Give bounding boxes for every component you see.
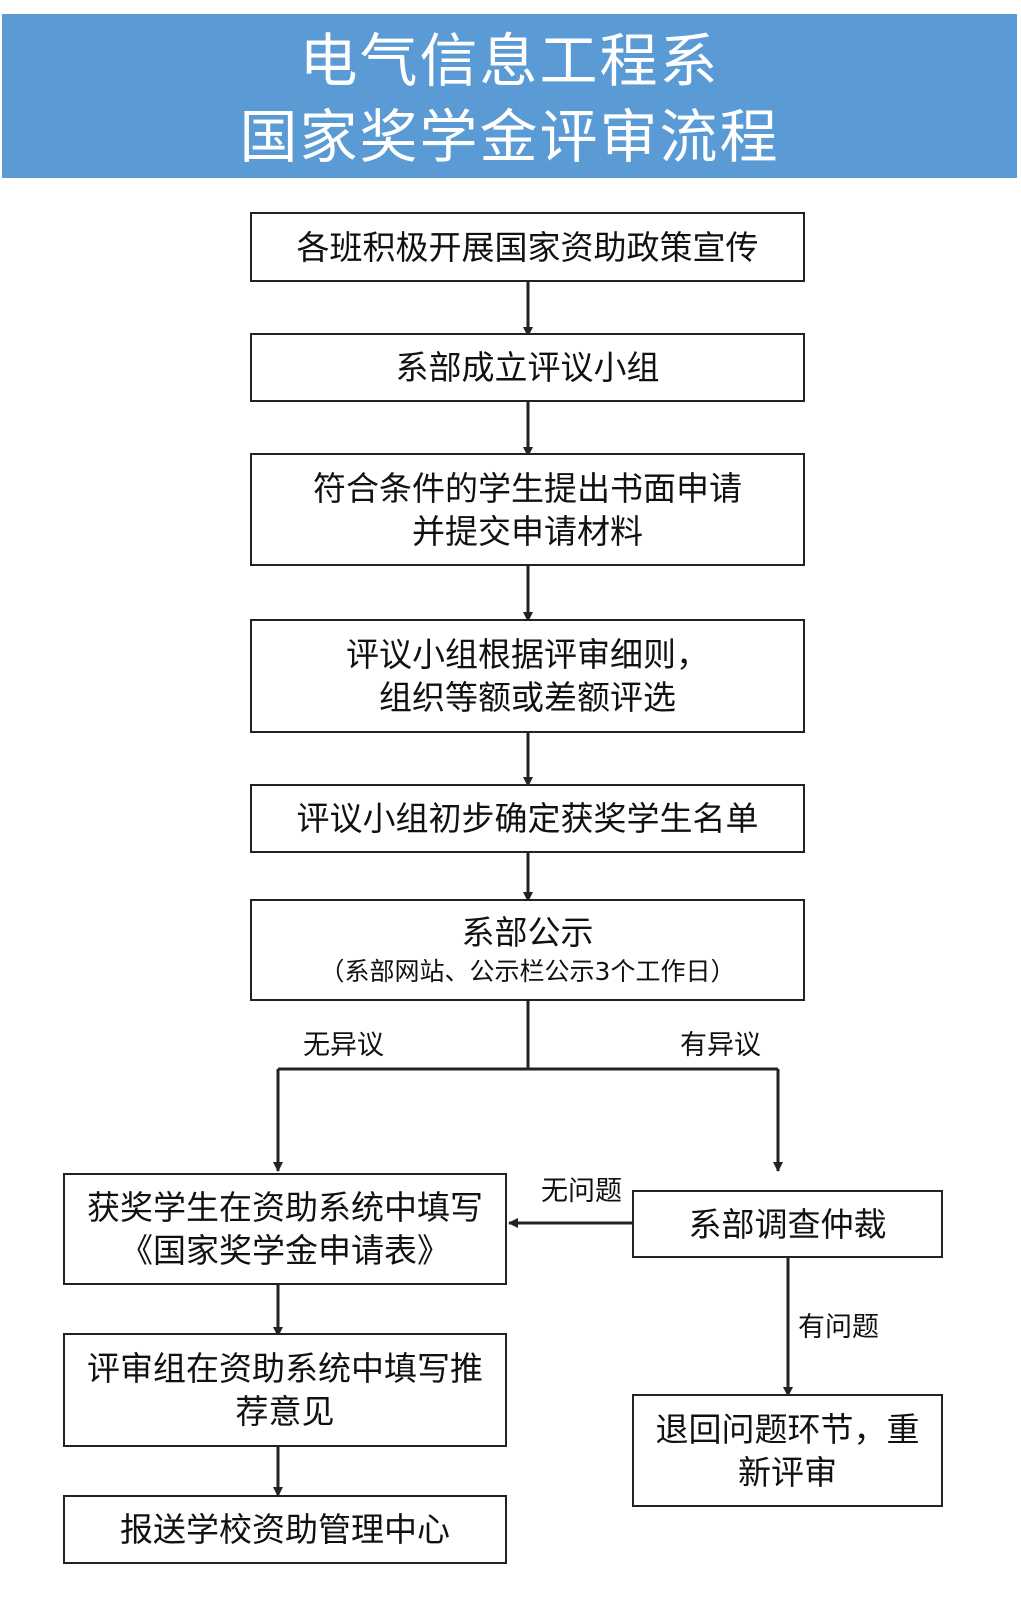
step-form-committee-text: 系部成立评议小组 [395, 348, 660, 387]
title-line-1: 电气信息工程系 [299, 27, 720, 95]
step-public-notice-detail: （系部网站、公示栏公示3个工作日） [319, 956, 736, 986]
step-publicize-policy-text: 各班积极开展国家资助政策宣传 [296, 227, 759, 267]
label-no-objection: 无异议 [303, 1030, 384, 1061]
step-public-notice-title: 系部公示 [461, 912, 594, 952]
step-fill-application-form: 获奖学生在资助系统中填写 《国家奖学金申请表》 [63, 1173, 507, 1285]
step-investigation: 系部调查仲裁 [632, 1190, 943, 1258]
step-return-re-review-line1: 退回问题环节，重 [655, 1409, 920, 1449]
step-publicize-policy: 各班积极开展国家资助政策宣传 [250, 212, 805, 282]
step-submit-to-center: 报送学校资助管理中心 [63, 1495, 507, 1564]
label-no-problem: 无问题 [541, 1176, 622, 1207]
label-has-objection: 有异议 [680, 1030, 761, 1061]
step-committee-selection: 评议小组根据评审细则， 组织等额或差额评选 [250, 619, 805, 733]
title-banner: 电气信息工程系 国家奖学金评审流程 [2, 14, 1017, 178]
step-submit-application: 符合条件的学生提出书面申请 并提交申请材料 [250, 453, 805, 566]
title-line-2: 国家奖学金评审流程 [239, 103, 780, 171]
step-fill-application-form-line1: 获奖学生在资助系统中填写 [87, 1188, 483, 1227]
step-recommendation-line2: 荐意见 [235, 1392, 335, 1431]
step-return-re-review: 退回问题环节，重 新评审 [632, 1394, 943, 1507]
step-preliminary-list: 评议小组初步确定获奖学生名单 [250, 784, 805, 853]
step-return-re-review-line2: 新评审 [738, 1452, 837, 1492]
step-fill-application-form-line2: 《国家奖学金申请表》 [120, 1231, 450, 1270]
step-recommendation: 评审组在资助系统中填写推 荐意见 [63, 1333, 507, 1447]
step-public-notice: 系部公示 （系部网站、公示栏公示3个工作日） [250, 899, 805, 1001]
step-preliminary-list-text: 评议小组初步确定获奖学生名单 [296, 799, 759, 838]
step-committee-selection-line2: 组织等额或差额评选 [379, 678, 676, 717]
step-investigation-text: 系部调查仲裁 [688, 1204, 887, 1244]
step-recommendation-line1: 评审组在资助系统中填写推 [87, 1349, 483, 1388]
step-form-committee: 系部成立评议小组 [250, 333, 805, 402]
label-has-problem: 有问题 [798, 1312, 879, 1343]
step-submit-application-line1: 符合条件的学生提出书面申请 [313, 468, 742, 508]
step-submit-application-line2: 并提交申请材料 [412, 511, 643, 551]
step-committee-selection-line1: 评议小组根据评审细则， [346, 635, 709, 674]
step-submit-to-center-text: 报送学校资助管理中心 [120, 1510, 450, 1549]
